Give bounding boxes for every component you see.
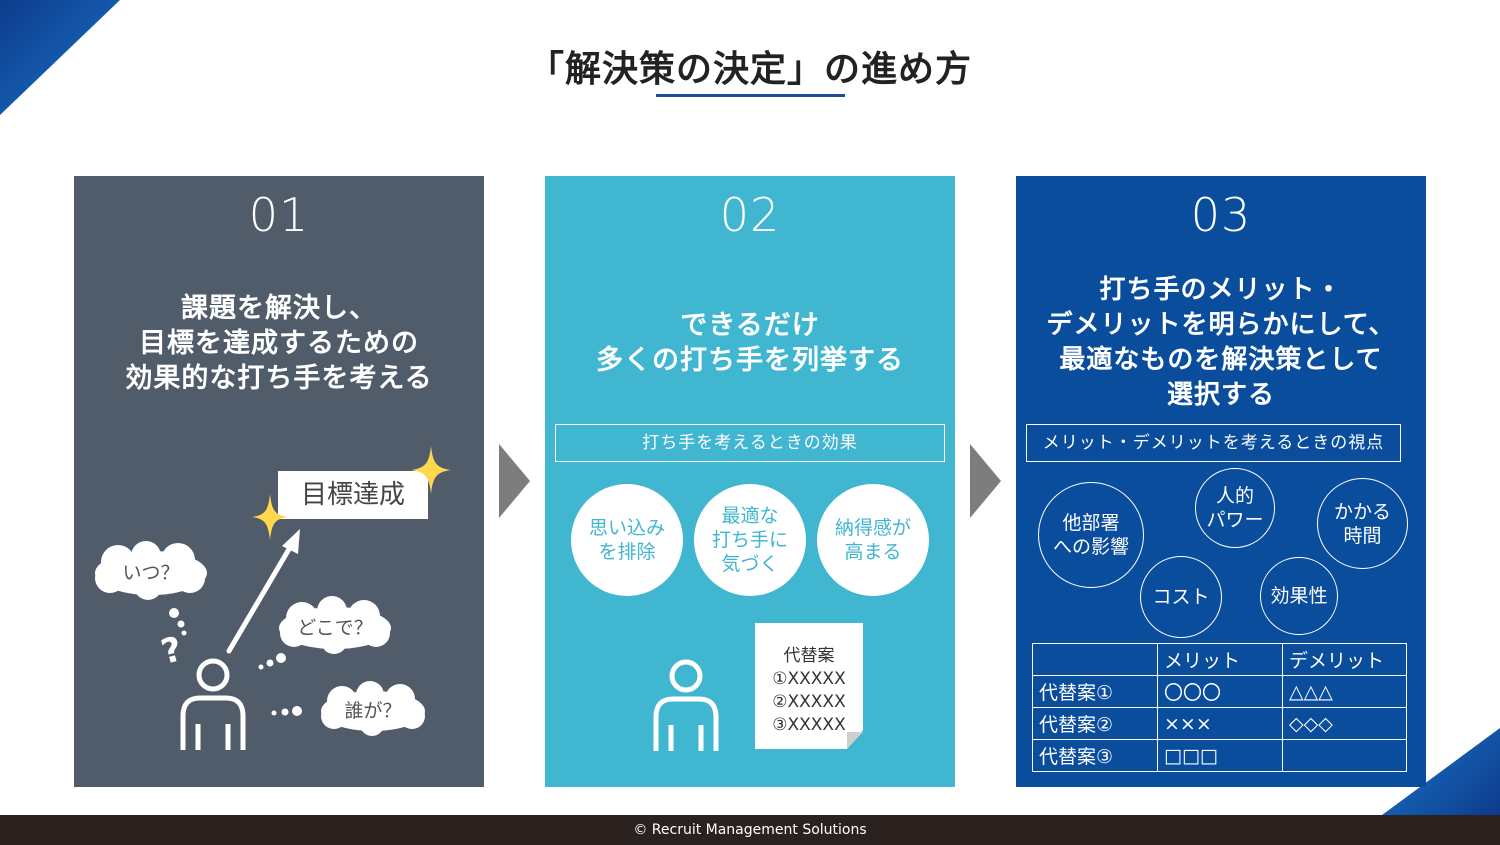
viewpoint-circle: 他部署 への影響 xyxy=(1038,482,1144,588)
effect-text: 打ち手に xyxy=(711,529,788,551)
effect-circle: 思い込み を排除 xyxy=(571,484,683,596)
viewpoint-text: コスト xyxy=(1152,586,1210,608)
heading-line: 課題を解決し、 xyxy=(181,293,377,324)
viewpoint-text: 他部署 xyxy=(1062,512,1120,534)
table-cell: 代替案① xyxy=(1032,675,1158,708)
table-cell xyxy=(1032,643,1158,676)
thought-bubble: 誰が？ xyxy=(314,680,432,738)
viewpoint-text: 人的 xyxy=(1215,485,1254,507)
table-cell: △△△ xyxy=(1282,675,1407,708)
bubble-text: いつ？ xyxy=(122,561,180,584)
alternatives-card: 代替案 ①XXXXX ②XXXXX ③XXXXX xyxy=(755,623,863,749)
step-number: 03 xyxy=(1190,188,1252,242)
table-cell: □□□ xyxy=(1157,739,1283,772)
heading-line: 選択する xyxy=(1166,380,1275,410)
thought-bubble: いつ？ xyxy=(88,540,214,602)
thought-bubble: どこで？ xyxy=(272,596,398,656)
growth-arrow-icon xyxy=(226,529,300,654)
table-cell: デメリット xyxy=(1282,643,1407,676)
card-line: ③XXXXX xyxy=(772,715,846,735)
person-icon xyxy=(653,659,719,751)
viewpoint-circle: コスト xyxy=(1140,556,1222,638)
page-title: 「解決策の決定」の進め方 xyxy=(527,49,972,90)
table-cell xyxy=(1282,739,1407,772)
merit-demerit-table: メリット デメリット 代替案① 〇〇〇 △△△ 代替案② ××× ◇◇◇ 代替案… xyxy=(1032,643,1407,772)
table-cell: 代替案③ xyxy=(1032,739,1158,772)
step-panel-02: 02 できるだけ 多くの打ち手を列挙する 打ち手を考えるときの効果 思い込み を… xyxy=(545,176,955,787)
effect-text: 高まる xyxy=(844,541,902,563)
person-icon xyxy=(180,658,246,750)
bubble-text: どこで？ xyxy=(297,616,373,639)
sparkle-icon xyxy=(252,494,288,540)
effects-label: 打ち手を考えるときの効果 xyxy=(555,424,945,462)
viewpoint-text: 効果性 xyxy=(1270,585,1328,607)
footer-copyright: © Recruit Management Solutions xyxy=(0,815,1500,845)
viewpoint-text: かかる xyxy=(1333,500,1391,523)
step-heading: 打ち手のメリット・ デメリットを明らかにして、 最適なものを解決策として 選択す… xyxy=(1016,273,1426,413)
effect-text: 思い込み xyxy=(588,517,665,539)
heading-line: デメリットを明らかにして、 xyxy=(1046,310,1396,340)
table-cell: メリット xyxy=(1157,643,1283,676)
heading-line: 多くの打ち手を列挙する xyxy=(596,345,904,376)
card-line: 代替案 xyxy=(783,646,835,666)
effect-text: 納得感が xyxy=(834,517,911,539)
card-line: ①XXXXX xyxy=(772,669,846,689)
title-underline xyxy=(656,94,845,97)
viewpoint-circle: 人的 パワー xyxy=(1195,468,1275,548)
card-fold xyxy=(847,732,863,749)
effect-text: 気づく xyxy=(721,553,779,575)
step-heading: 課題を解決し、 目標を達成するための 効果的な打ち手を考える xyxy=(74,291,484,396)
step-heading: できるだけ 多くの打ち手を列挙する xyxy=(545,308,955,378)
effect-text: 最適な xyxy=(721,505,779,527)
viewpoint-circle: かかる 時間 xyxy=(1317,478,1408,569)
heading-line: 最適なものを解決策として xyxy=(1059,345,1383,375)
viewpoint-text: パワー xyxy=(1206,509,1264,531)
heading-line: できるだけ xyxy=(680,310,820,341)
effect-circle: 納得感が 高まる xyxy=(817,484,929,596)
effect-circle: 最適な 打ち手に 気づく xyxy=(694,484,806,596)
viewpoints-label: メリット・デメリットを考えるときの視点 xyxy=(1026,424,1401,462)
step-number: 02 xyxy=(719,188,781,242)
viewpoint-text: 時間 xyxy=(1343,524,1382,547)
effect-text: を排除 xyxy=(598,541,656,563)
card-line: ②XXXXX xyxy=(772,692,846,712)
table-row: 代替案① 〇〇〇 △△△ xyxy=(1032,675,1407,708)
step-number: 01 xyxy=(248,188,310,242)
thought-dots-icon xyxy=(169,608,302,716)
table-cell: 代替案② xyxy=(1032,707,1158,740)
viewpoint-circle: 効果性 xyxy=(1260,557,1338,635)
step-arrow-icon xyxy=(499,444,530,518)
step-arrow-icon xyxy=(970,444,1001,518)
table-row: 代替案② ××× ◇◇◇ xyxy=(1032,707,1407,740)
heading-line: 目標を達成するための xyxy=(139,328,419,359)
viewpoint-text: への影響 xyxy=(1052,536,1129,558)
bubble-text: 誰が？ xyxy=(344,699,402,722)
table-row: メリット デメリット xyxy=(1032,643,1407,676)
table-cell: 〇〇〇 xyxy=(1157,675,1283,708)
sparkle-icon xyxy=(411,446,451,494)
step-panel-01: 01 課題を解決し、 目標を達成するための 効果的な打ち手を考える 目標達成 い… xyxy=(74,176,484,787)
goal-label: 目標達成 xyxy=(278,471,428,519)
table-cell: ××× xyxy=(1157,707,1283,740)
table-row: 代替案③ □□□ xyxy=(1032,739,1407,772)
table-cell: ◇◇◇ xyxy=(1282,707,1407,740)
heading-line: 打ち手のメリット・ xyxy=(1099,275,1343,305)
step-panel-03: 03 打ち手のメリット・ デメリットを明らかにして、 最適なものを解決策として … xyxy=(1016,176,1426,787)
heading-line: 効果的な打ち手を考える xyxy=(125,363,433,394)
